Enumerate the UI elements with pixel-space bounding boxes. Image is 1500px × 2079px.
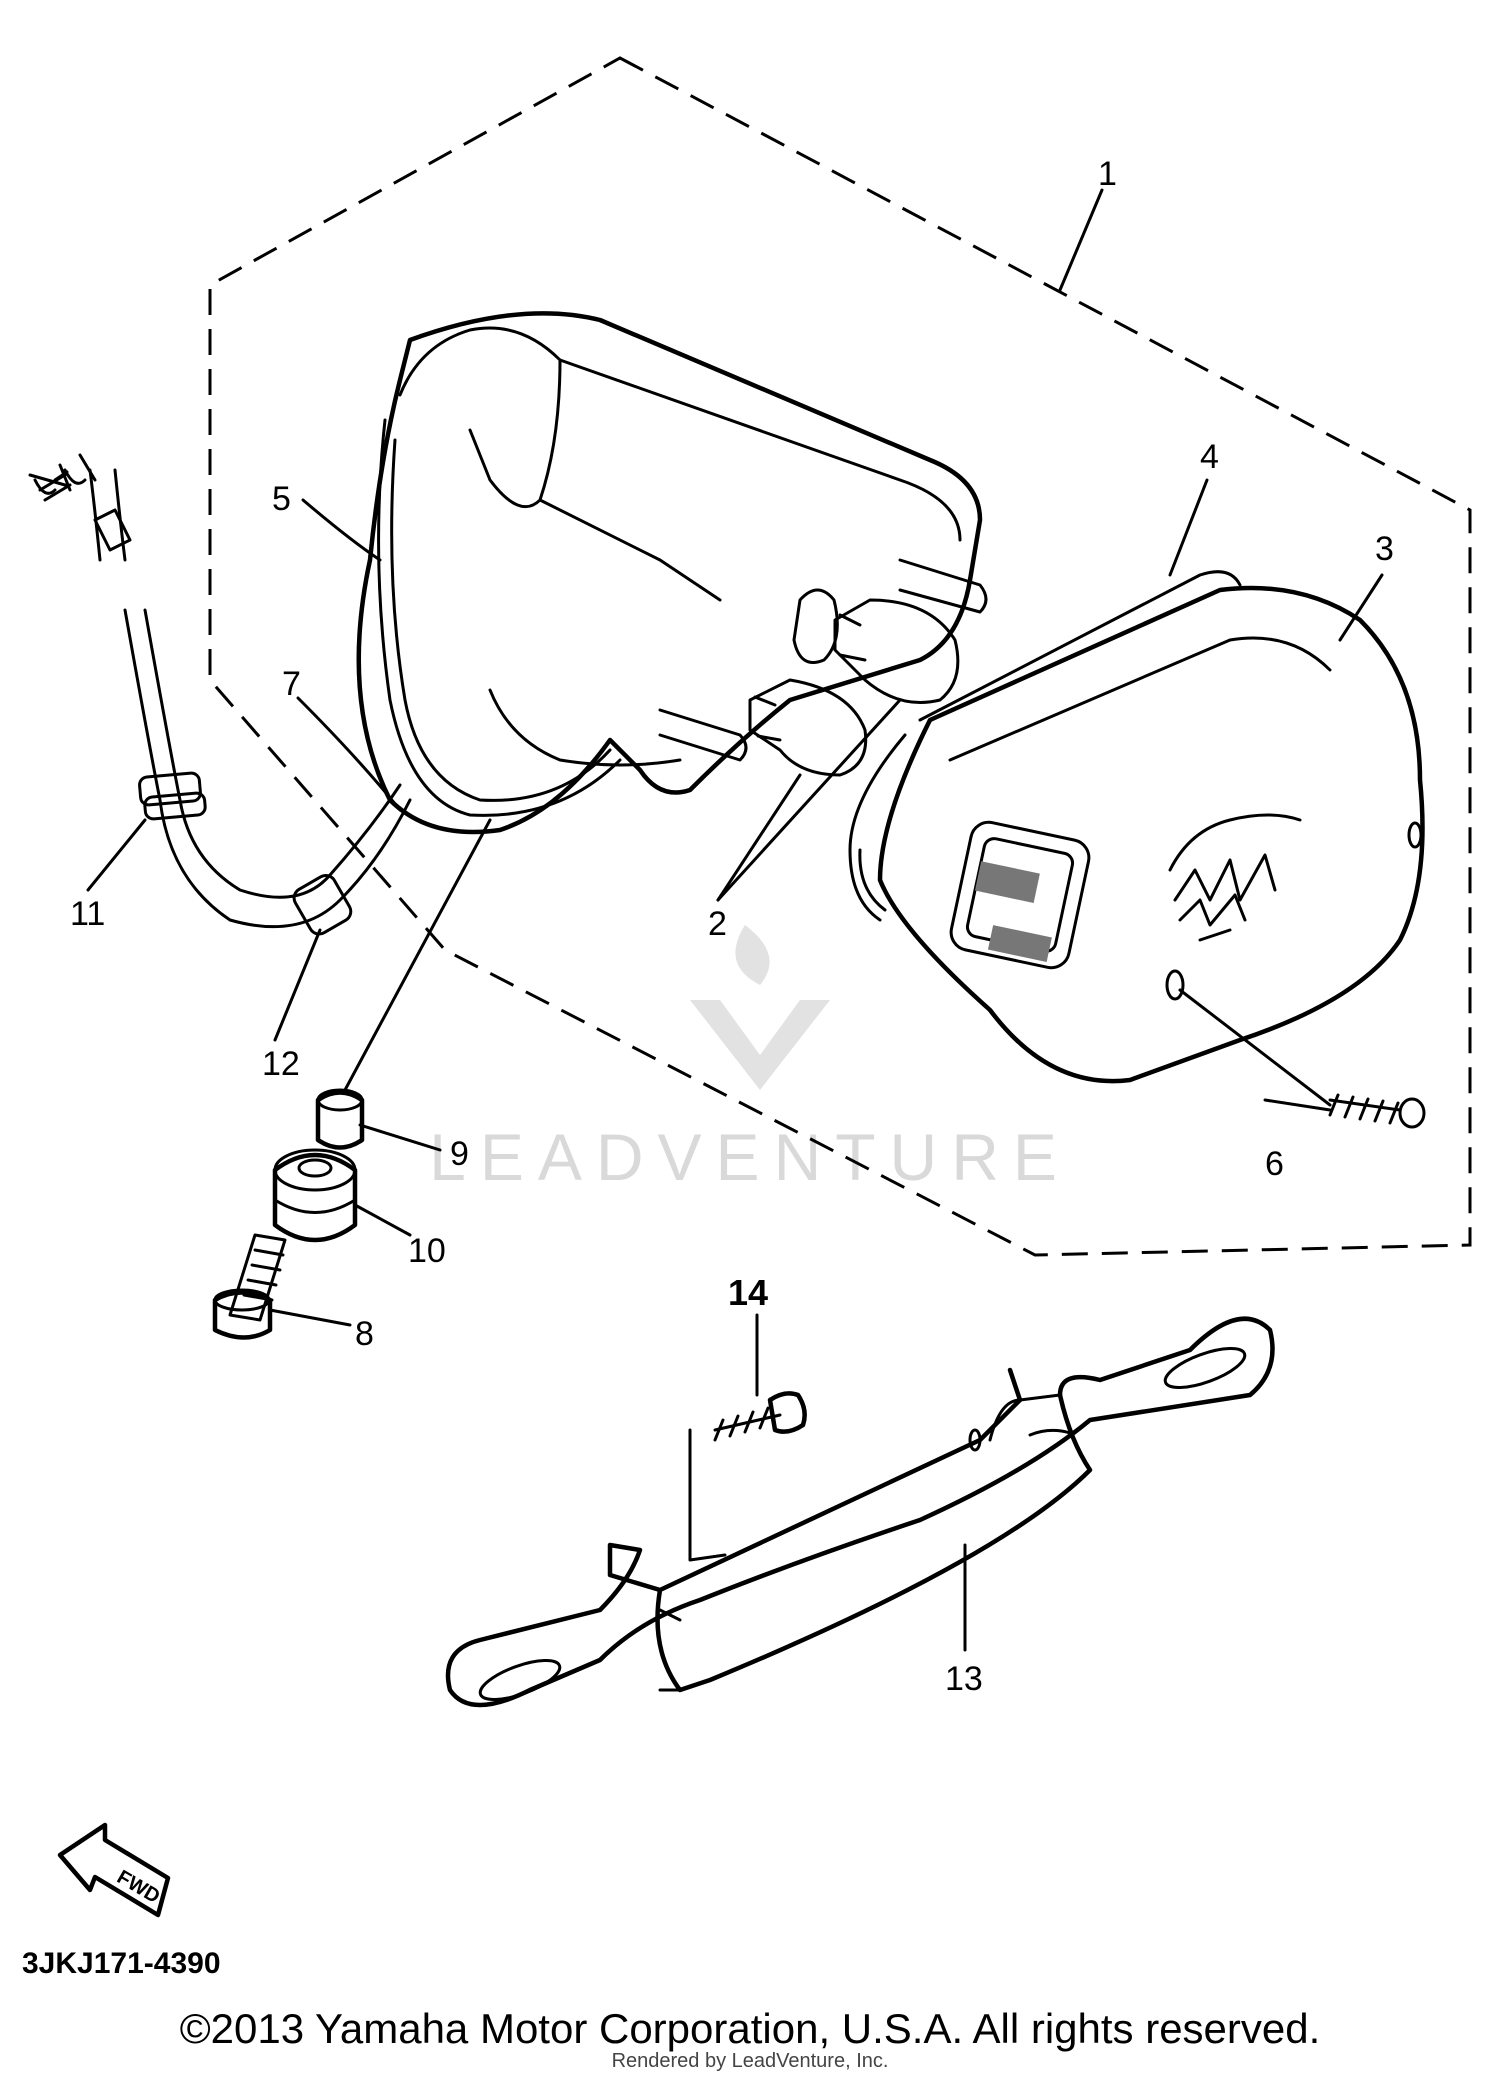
leader-1: [1058, 188, 1104, 292]
callout-4: 4: [1200, 438, 1219, 476]
watermark: LEADVENTURE: [429, 925, 1071, 1194]
part-5-housing: [356, 311, 988, 835]
callout-5: 5: [272, 480, 291, 518]
leader-10: [353, 1203, 412, 1237]
leader-lines: [86, 188, 1384, 1652]
leader-9a: [343, 818, 492, 1092]
diagram-code: 3JKJ171-4390: [22, 1947, 221, 1980]
callout-14: 14: [728, 1272, 768, 1313]
rendered-by-note: Rendered by LeadVenture, Inc.: [611, 2050, 889, 2072]
part-13-bracket: [445, 1316, 1275, 1708]
part-3-lens: [877, 585, 1425, 1084]
leader-8: [268, 1308, 352, 1327]
callout-6: 6: [1265, 1145, 1284, 1183]
part-harness: [28, 453, 412, 936]
leader-3: [1338, 573, 1384, 642]
part-14-screw: [688, 1391, 807, 1562]
callout-13: 13: [945, 1660, 983, 1698]
callout-2: 2: [708, 905, 727, 943]
fwd-arrow: FWD: [57, 1822, 171, 1918]
callout-7: 7: [282, 665, 301, 703]
leader-2a: [716, 773, 802, 902]
leader-2b: [716, 698, 902, 902]
leader-11: [86, 818, 147, 892]
part-8-bolt: [212, 1233, 287, 1340]
callout-9: 9: [450, 1135, 469, 1173]
part-10-grommet: [272, 1148, 358, 1243]
callout-8: 8: [355, 1315, 374, 1353]
part-9-spacer: [315, 1088, 365, 1150]
leader-9: [358, 1123, 442, 1152]
callout-numbers: 1 2 3 4 5 6 7 8 9 10 11 12 13 14: [70, 155, 1394, 1698]
part-4-gasket: [848, 570, 1242, 922]
watermark-text: LEADVENTURE: [429, 1120, 1071, 1194]
callout-1: 1: [1098, 155, 1117, 193]
copyright-notice: ©2013 Yamaha Motor Corporation, U.S.A. A…: [179, 2005, 1321, 2052]
callout-10: 10: [408, 1232, 446, 1270]
leader-5: [301, 498, 382, 562]
part-2-bulbs: [748, 598, 960, 777]
part-6-screw: [1178, 988, 1426, 1129]
leader-12: [273, 928, 322, 1042]
callout-3: 3: [1375, 530, 1394, 568]
leader-4: [1168, 478, 1209, 577]
leader-7: [296, 696, 402, 812]
assembly-boundary: [208, 56, 1472, 1257]
callout-11: 11: [70, 895, 105, 933]
watermark-logo-icon: [690, 925, 830, 1090]
leader-6: [1263, 1098, 1332, 1112]
callout-12: 12: [262, 1045, 300, 1083]
